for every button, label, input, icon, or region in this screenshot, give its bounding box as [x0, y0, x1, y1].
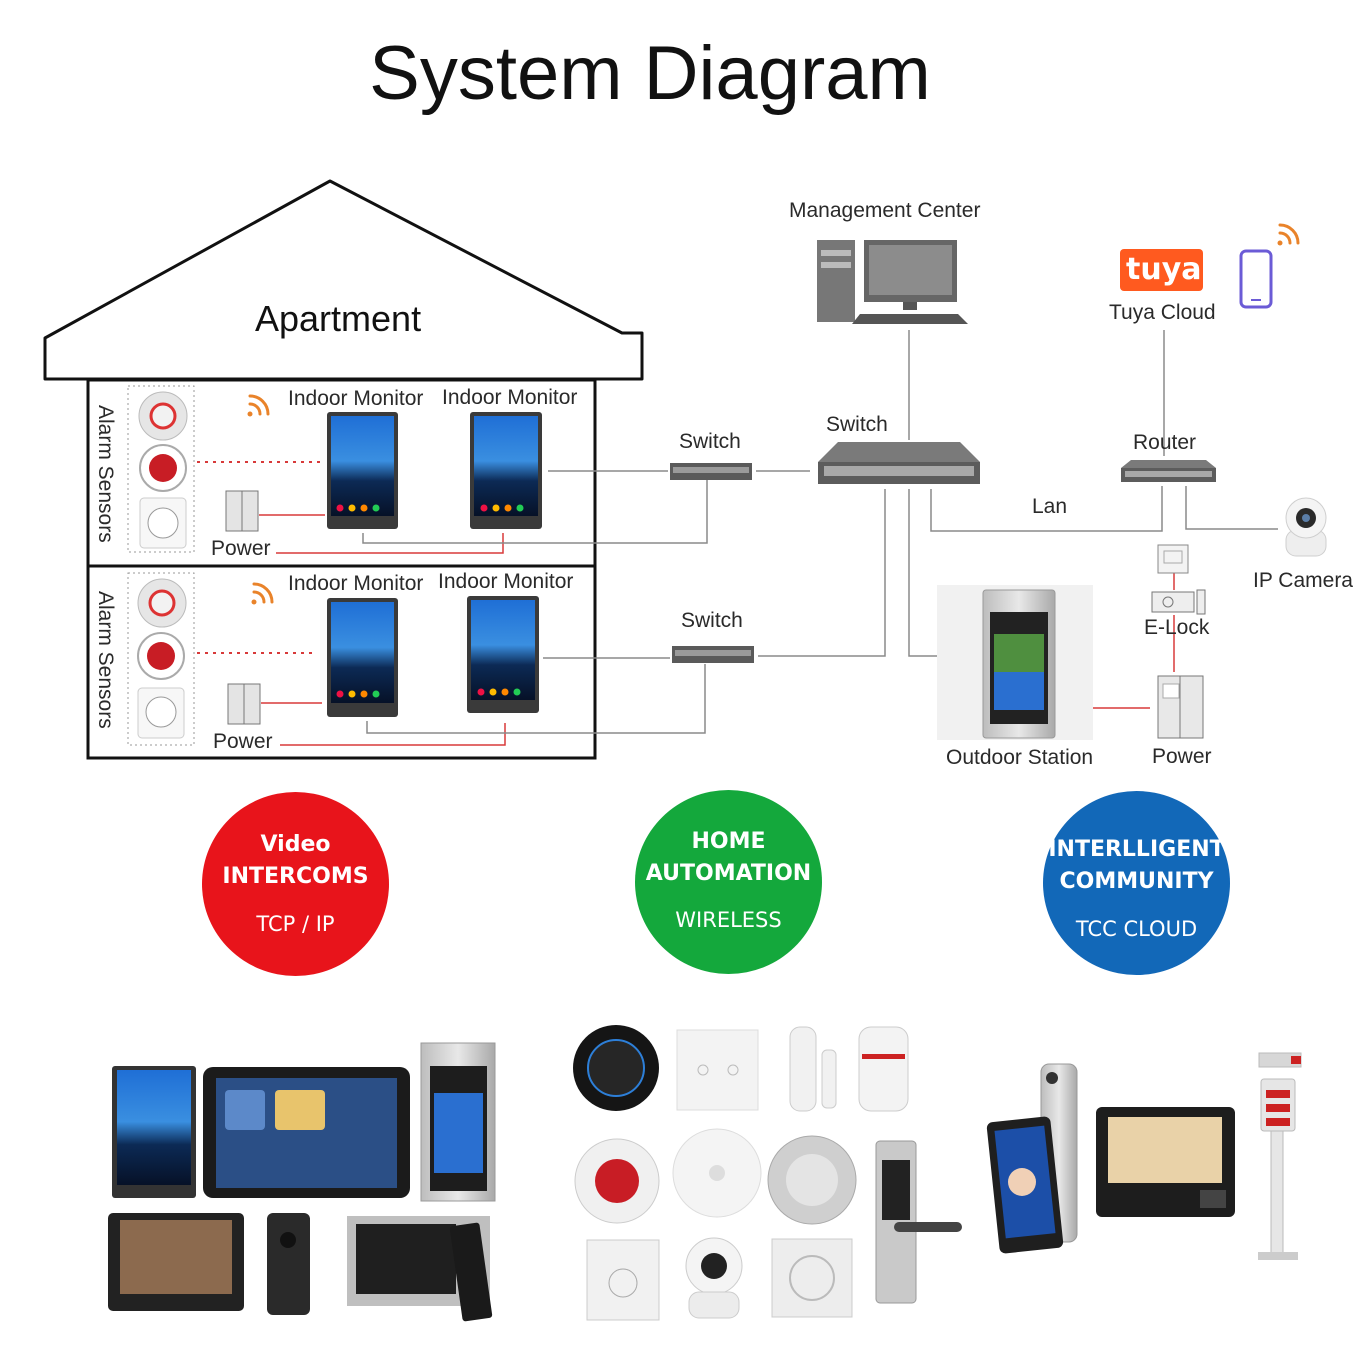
feature-sub: WIRELESS — [675, 908, 782, 932]
tuya-logo — [1120, 249, 1203, 291]
alarm-sensors-label: Alarm Sensors — [94, 405, 117, 543]
wifi-icon — [1277, 223, 1300, 246]
indoor-monitor-label: Indoor Monitor — [442, 386, 578, 409]
floor-2-frame — [86, 564, 597, 760]
computer-icon — [817, 240, 968, 324]
feature-line1: INTERLLIGENT — [1048, 837, 1225, 862]
power-label: Power — [213, 730, 273, 753]
indoor-monitor-label: Indoor Monitor — [288, 387, 424, 410]
e-lock-icon — [1151, 589, 1206, 615]
router-icon — [1121, 460, 1216, 482]
wifi-icon — [251, 582, 274, 605]
ip-camera-icon — [1285, 497, 1327, 557]
feature-line2: AUTOMATION — [645, 861, 812, 886]
alarm-sensor-panel — [127, 572, 195, 746]
management-center-label: Management Center — [789, 199, 981, 222]
feature-video-intercoms: Video INTERCOMS TCP / IP — [202, 792, 389, 976]
feature-intelligent-community: INTERLLIGENT COMMUNITY TCC CLOUD — [1043, 791, 1230, 975]
indoor-monitor-icon — [467, 596, 539, 713]
feature-sub: TCP / IP — [256, 912, 335, 936]
router-label: Router — [1133, 431, 1197, 454]
community-products — [986, 1052, 1302, 1260]
power-supply-icon — [227, 683, 261, 725]
tuya-cloud-label: Tuya Cloud — [1109, 301, 1216, 324]
power-label: Power — [211, 537, 271, 560]
feature-line1: HOME — [691, 829, 766, 854]
feature-sub: TCC CLOUD — [1075, 917, 1198, 941]
home-automation-products — [573, 1025, 962, 1321]
feature-line1: Video — [260, 832, 331, 857]
feature-line2: INTERCOMS — [222, 864, 369, 889]
indoor-monitor-icon — [327, 412, 398, 529]
power-supply-icon — [1157, 675, 1204, 739]
indoor-monitor-label: Indoor Monitor — [438, 570, 574, 593]
indoor-monitor-label: Indoor Monitor — [288, 572, 424, 595]
tuya-logo-text: tuya — [1126, 252, 1202, 287]
outdoor-station-icon — [937, 585, 1093, 740]
lan-label: Lan — [1032, 495, 1068, 518]
indoor-monitor-icon — [327, 598, 398, 717]
alarm-sensors-label: Alarm Sensors — [94, 591, 117, 729]
indoor-monitor-icon — [470, 412, 542, 529]
power-supply-icon — [225, 490, 259, 532]
e-lock-label: E-Lock — [1144, 616, 1210, 639]
page-title: System Diagram — [369, 31, 931, 116]
video-intercom-products — [108, 1042, 496, 1322]
floor-switch-icon — [670, 463, 752, 480]
switch-label: Switch — [679, 430, 741, 453]
feature-line2: COMMUNITY — [1059, 869, 1214, 894]
feature-home-automation: HOME AUTOMATION WIRELESS — [635, 790, 822, 974]
wifi-icon — [247, 394, 270, 417]
ip-camera-label: IP Camera — [1253, 569, 1353, 592]
smartphone-icon — [1239, 249, 1273, 309]
apartment-roof — [43, 179, 644, 381]
main-switch-icon — [818, 442, 980, 484]
switch-label: Switch — [681, 609, 743, 632]
outdoor-station-label: Outdoor Station — [946, 746, 1094, 769]
station-power-label: Power — [1152, 745, 1212, 768]
apartment-label: Apartment — [255, 298, 422, 339]
alarm-sensor-panel — [127, 385, 195, 553]
floor-switch-icon — [672, 646, 754, 663]
exit-button-icon — [1157, 544, 1189, 574]
main-switch-label: Switch — [826, 413, 888, 436]
